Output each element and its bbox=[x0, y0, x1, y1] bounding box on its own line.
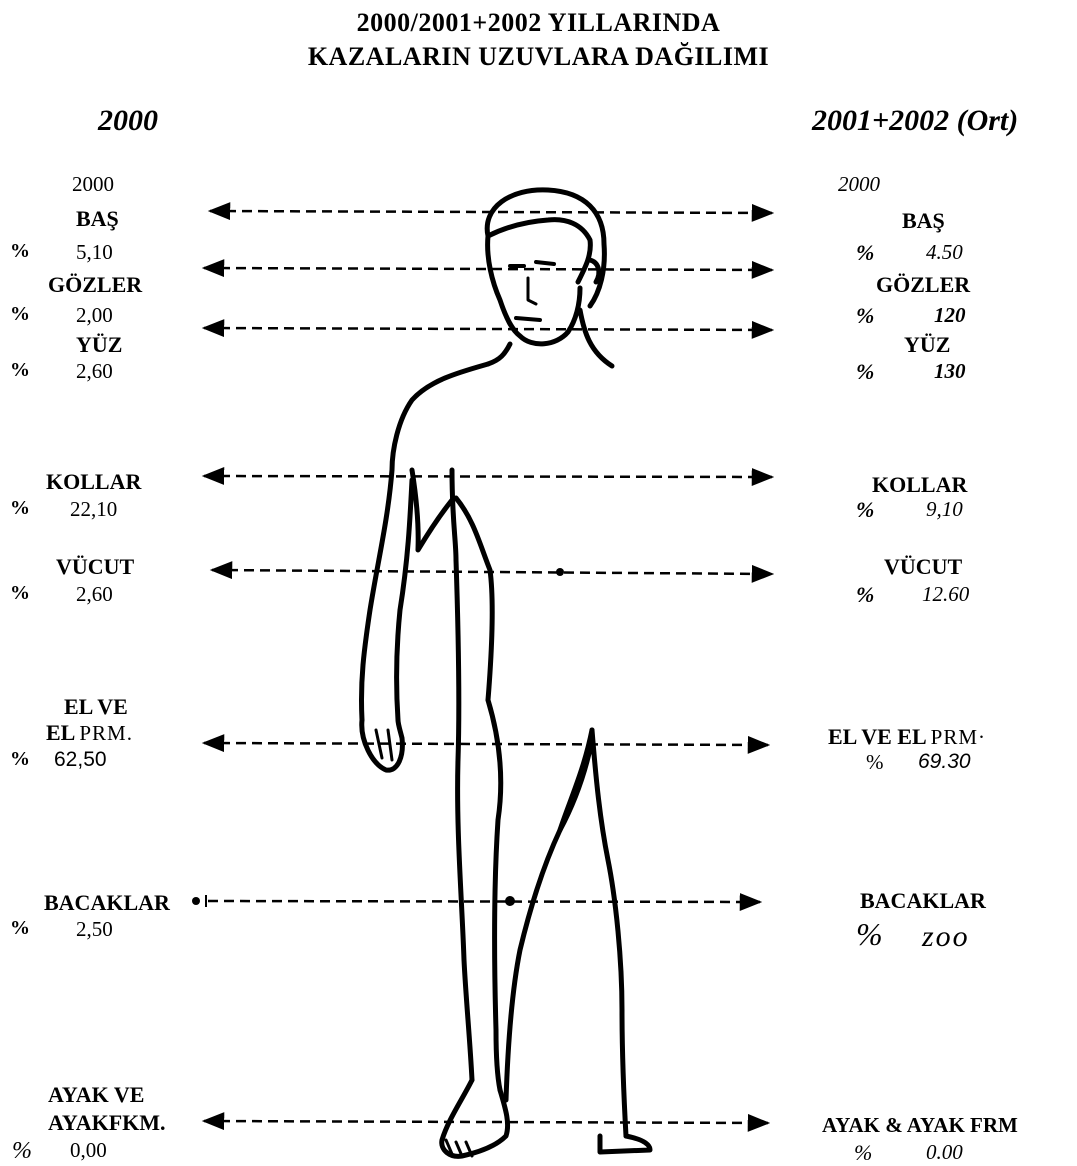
right-kollar-value: 9,10 bbox=[926, 497, 963, 522]
right-bacaklar-pct: % bbox=[856, 916, 883, 953]
left-kollar-value: 22,10 bbox=[70, 497, 117, 522]
right-ayak-pct: % bbox=[854, 1140, 872, 1166]
right-kollar-label: KOLLAR bbox=[872, 472, 967, 498]
right-bas-label: BAŞ bbox=[902, 208, 945, 234]
left-vucut-pct: % bbox=[10, 582, 30, 605]
left-el-pct: % bbox=[10, 748, 30, 771]
left-el-label-2-rest: PRM. bbox=[79, 721, 133, 745]
right-el-label: EL VE EL PRM· bbox=[828, 724, 986, 750]
left-kollar-pct: % bbox=[10, 497, 30, 520]
right-bacaklar-value: zoo bbox=[922, 920, 970, 954]
left-kollar-label: KOLLAR bbox=[46, 469, 141, 495]
arrow-el bbox=[204, 743, 768, 745]
arrow-ayak bbox=[204, 1121, 768, 1123]
right-gozler-label: GÖZLER bbox=[876, 272, 970, 298]
right-ayak-value: 0.00 bbox=[926, 1140, 963, 1165]
left-el-label-2-bold: EL bbox=[46, 720, 75, 745]
left-bas-value: 5,10 bbox=[76, 240, 113, 265]
left-vucut-label: VÜCUT bbox=[56, 554, 134, 580]
human-figure bbox=[361, 190, 650, 1156]
arrow-bas bbox=[210, 211, 772, 213]
right-vucut-pct: % bbox=[856, 582, 874, 608]
left-ayak-value: 0,00 bbox=[70, 1138, 107, 1163]
left-sub-year: 2000 bbox=[72, 172, 114, 197]
right-yuz-value: 130 bbox=[934, 359, 966, 384]
right-el-pct: % bbox=[866, 750, 884, 775]
left-bas-pct: % bbox=[10, 240, 30, 263]
left-el-label-1: EL VE bbox=[64, 694, 128, 720]
right-el-label-bold: EL VE EL bbox=[828, 724, 927, 749]
left-yuz-value: 2,60 bbox=[76, 359, 113, 384]
left-el-value: 62,50 bbox=[54, 748, 107, 772]
arrow-yuz bbox=[204, 328, 772, 330]
right-el-value: 69.30 bbox=[918, 750, 971, 774]
right-yuz-pct: % bbox=[856, 359, 874, 385]
left-yuz-label: YÜZ bbox=[76, 332, 122, 358]
left-bacaklar-value: 2,50 bbox=[76, 917, 113, 942]
left-ayak-label-2: AYAKFKM. bbox=[48, 1110, 166, 1136]
left-ayak-label-1: AYAK VE bbox=[48, 1082, 144, 1108]
left-ayak-pct: % bbox=[12, 1138, 32, 1165]
right-vucut-value: 12.60 bbox=[922, 582, 969, 607]
right-yuz-label: YÜZ bbox=[904, 332, 950, 358]
left-bas-label: BAŞ bbox=[76, 206, 119, 232]
left-yuz-pct: % bbox=[10, 359, 30, 382]
left-gozler-pct: % bbox=[10, 303, 30, 326]
right-bacaklar-label: BACAKLAR bbox=[860, 888, 986, 914]
right-gozler-value: 120 bbox=[934, 303, 966, 328]
arrow-kollar bbox=[204, 476, 772, 477]
right-el-label-rest: PRM· bbox=[931, 725, 986, 749]
left-bacaklar-pct: % bbox=[10, 917, 30, 940]
right-ayak-label: AYAK & AYAK FRM bbox=[822, 1113, 1018, 1138]
left-gozler-label: GÖZLER bbox=[48, 272, 142, 298]
left-vucut-value: 2,60 bbox=[76, 582, 113, 607]
right-kollar-pct: % bbox=[856, 497, 874, 523]
left-bacaklar-label: BACAKLAR bbox=[44, 890, 170, 916]
arrow-bacaklar bbox=[208, 901, 760, 902]
left-gozler-value: 2,00 bbox=[76, 303, 113, 328]
right-bas-pct: % bbox=[856, 240, 874, 266]
right-sub-year: 2000 bbox=[838, 172, 880, 197]
right-vucut-label: VÜCUT bbox=[884, 554, 962, 580]
left-el-label-2: EL PRM. bbox=[46, 720, 133, 746]
right-bas-value: 4.50 bbox=[926, 240, 963, 265]
right-gozler-pct: % bbox=[856, 303, 874, 329]
